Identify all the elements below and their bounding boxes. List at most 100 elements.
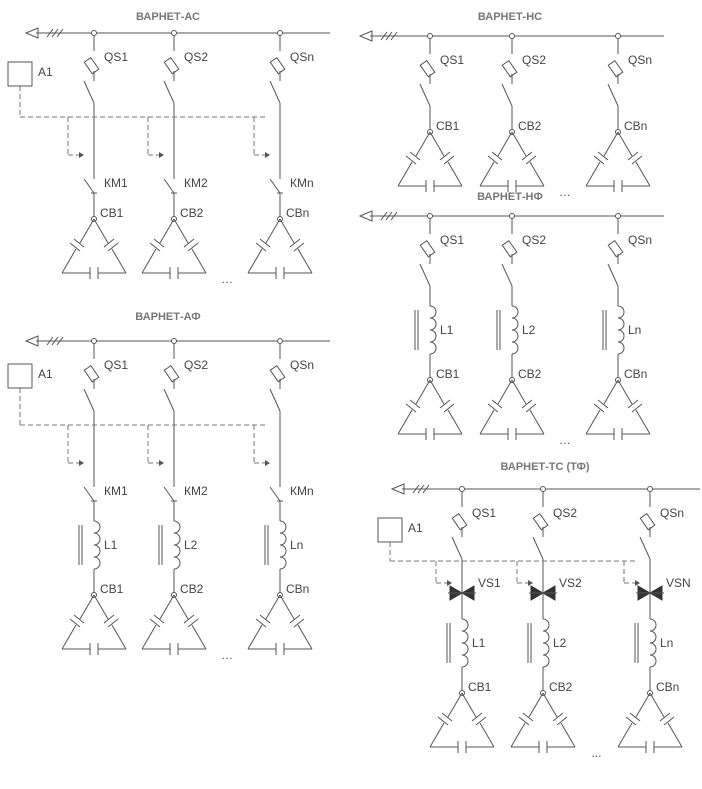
cap-wire <box>617 722 633 748</box>
cap-plate <box>663 716 675 726</box>
cb-label: CB2 <box>180 206 204 220</box>
l-label: Ln <box>660 636 673 650</box>
busbar-arrow-icon <box>358 30 373 42</box>
fuse-switch-icon <box>83 364 100 412</box>
reactor-coil-icon <box>446 618 469 668</box>
cap-wire <box>79 218 95 244</box>
fuse-switch-icon <box>269 364 286 412</box>
cap-wire <box>479 161 495 187</box>
phase-tick <box>385 31 393 41</box>
reactor-coil-icon <box>158 520 181 570</box>
cap-plate <box>487 155 499 165</box>
km-label: КМ2 <box>184 176 208 190</box>
bus-tap-node <box>277 30 283 36</box>
cap-plate <box>439 399 451 409</box>
bus-tap-node <box>171 338 177 344</box>
delta-capacitor-icon <box>141 594 207 655</box>
phase-tick <box>390 31 398 41</box>
cap-wire <box>415 379 431 405</box>
cap-plate <box>293 618 305 628</box>
delta-capacitor-icon <box>61 594 127 655</box>
coil-path <box>173 520 181 570</box>
km-label: КМ1 <box>104 484 128 498</box>
cap-plate <box>552 712 564 722</box>
cap-wire <box>585 161 601 187</box>
diagram-title: ВАРНЕТ-НС <box>478 11 542 23</box>
branches-ellipsis: … <box>221 648 233 662</box>
cap-wire <box>603 379 619 405</box>
cap-wire <box>297 248 313 274</box>
cap-wire <box>447 409 463 435</box>
cap-wire <box>297 624 313 650</box>
qs-label: QSn <box>660 506 684 520</box>
cap-wire <box>635 692 651 718</box>
cb-label: CBn <box>624 367 647 381</box>
control-arrow-icon <box>265 460 270 466</box>
contactor-blade <box>163 486 175 502</box>
thyristor-icon <box>448 585 476 601</box>
cap-wire <box>429 722 445 748</box>
branches-ellipsis: ... <box>591 746 601 760</box>
cap-plate <box>597 399 609 409</box>
switch-blade <box>419 263 431 287</box>
cap-plate <box>437 716 449 726</box>
cap-wire <box>429 131 445 157</box>
cap-wire <box>497 379 513 405</box>
control-arrow-icon <box>79 460 84 466</box>
switch-blade <box>269 80 281 104</box>
cap-wire <box>159 594 175 620</box>
bus-tap-node <box>91 30 97 36</box>
vs-label: VS1 <box>478 576 501 590</box>
cap-wire <box>111 624 127 650</box>
phase-tick <box>417 484 425 494</box>
km-label: КМn <box>290 176 314 190</box>
reactor-coil-icon <box>634 618 657 668</box>
cap-plate <box>521 399 533 409</box>
cap-wire <box>447 161 463 187</box>
reactor-coil-icon <box>264 520 287 570</box>
cb-label: CB1 <box>100 206 124 220</box>
cap-wire <box>497 131 513 157</box>
cap-wire <box>247 248 263 274</box>
cap-wire <box>560 722 576 748</box>
contactor-blade <box>163 178 175 194</box>
cap-plate <box>627 151 639 161</box>
switch-blade <box>83 80 95 104</box>
control-arrow-icon <box>159 152 164 158</box>
fuse-body <box>269 56 286 75</box>
phase-tick <box>51 336 59 346</box>
controller-label: A1 <box>408 521 423 535</box>
cap-wire <box>191 248 207 274</box>
bus-tap-node <box>459 486 465 492</box>
reactor-coil-icon <box>602 305 625 355</box>
km-label: КМ2 <box>184 484 208 498</box>
phase-tick <box>380 211 388 221</box>
cap-wire <box>617 379 633 405</box>
cap-plate <box>631 403 643 413</box>
cb-label: CBn <box>624 119 647 133</box>
three-phase-ticks-icon <box>380 211 398 221</box>
bus-tap-node <box>427 213 433 219</box>
cap-wire <box>279 594 295 620</box>
controller-box <box>377 517 403 543</box>
qs-label: QSn <box>628 233 652 247</box>
cb-label: CBn <box>286 206 309 220</box>
qs-label: QS1 <box>440 53 464 67</box>
cap-wire <box>279 218 295 244</box>
cap-plate <box>107 242 119 252</box>
coil-path <box>279 520 287 570</box>
reactor-coil-icon <box>527 618 550 668</box>
switch-blade <box>269 388 281 412</box>
cap-wire <box>397 161 413 187</box>
diagram-nf: ВАРНЕТ-НФQS1L1CB1QS2L2CB2QSnLnCBn… <box>358 191 664 447</box>
delta-capacitor-icon <box>429 692 495 753</box>
phase-tick <box>56 28 64 38</box>
controller-label: A1 <box>38 65 53 79</box>
km-label: КМ1 <box>104 176 128 190</box>
